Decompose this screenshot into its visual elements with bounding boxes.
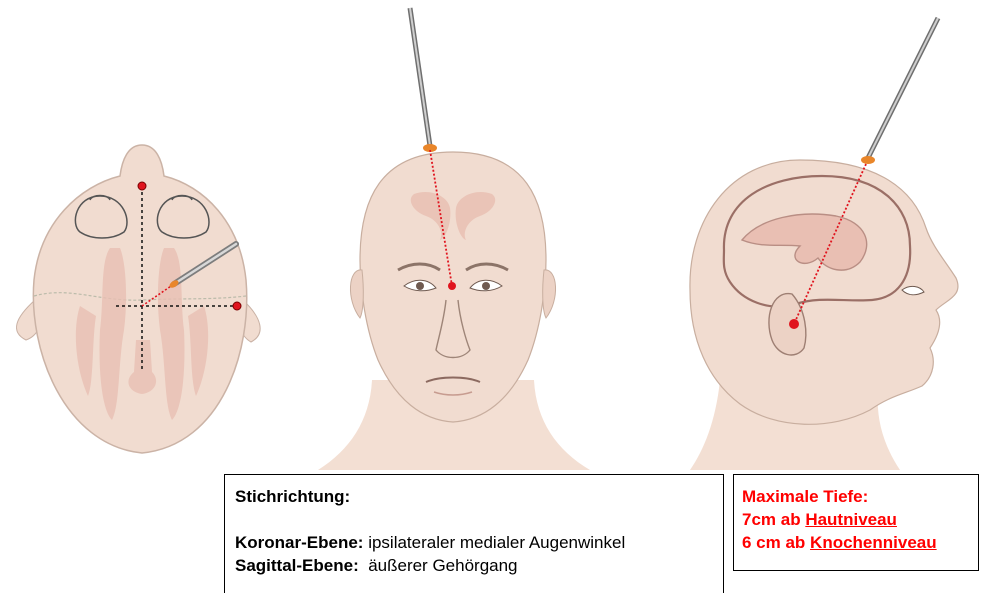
bone-depth-prefix: 6 cm ab (742, 533, 810, 552)
bone-level-label: Knochenniveau (810, 533, 937, 552)
bone-depth-line: 6 cm ab Knochenniveau (742, 531, 970, 554)
max-depth-box: Maximale Tiefe: 7cm ab Hautniveau 6 cm a… (733, 474, 979, 571)
coronal-text: ipsilateraler medialer Augenwinkel (363, 533, 625, 552)
head-side-view-icon (690, 18, 958, 470)
skin-level-label: Hautniveau (805, 510, 897, 529)
sagittal-label: Sagittal-Ebene: (235, 556, 359, 575)
sagittal-text: äußerer Gehörgang (359, 556, 518, 575)
direction-heading: Stichrichtung: (235, 485, 713, 508)
skull-top-view-icon (16, 145, 260, 453)
coronal-label: Koronar-Ebene: (235, 533, 363, 552)
ventricle-puncture-illustration (0, 0, 981, 470)
sagittal-line: Sagittal-Ebene: äußerer Gehörgang (235, 554, 713, 577)
skin-depth-line: 7cm ab Hautniveau (742, 508, 970, 531)
coronal-line: Koronar-Ebene: ipsilateraler medialer Au… (235, 531, 713, 554)
skin-depth-prefix: 7cm ab (742, 510, 805, 529)
depth-heading: Maximale Tiefe: (742, 485, 970, 508)
puncture-direction-box: Stichrichtung: Koronar-Ebene: ipsilatera… (224, 474, 724, 593)
face-front-view-icon (318, 8, 590, 470)
